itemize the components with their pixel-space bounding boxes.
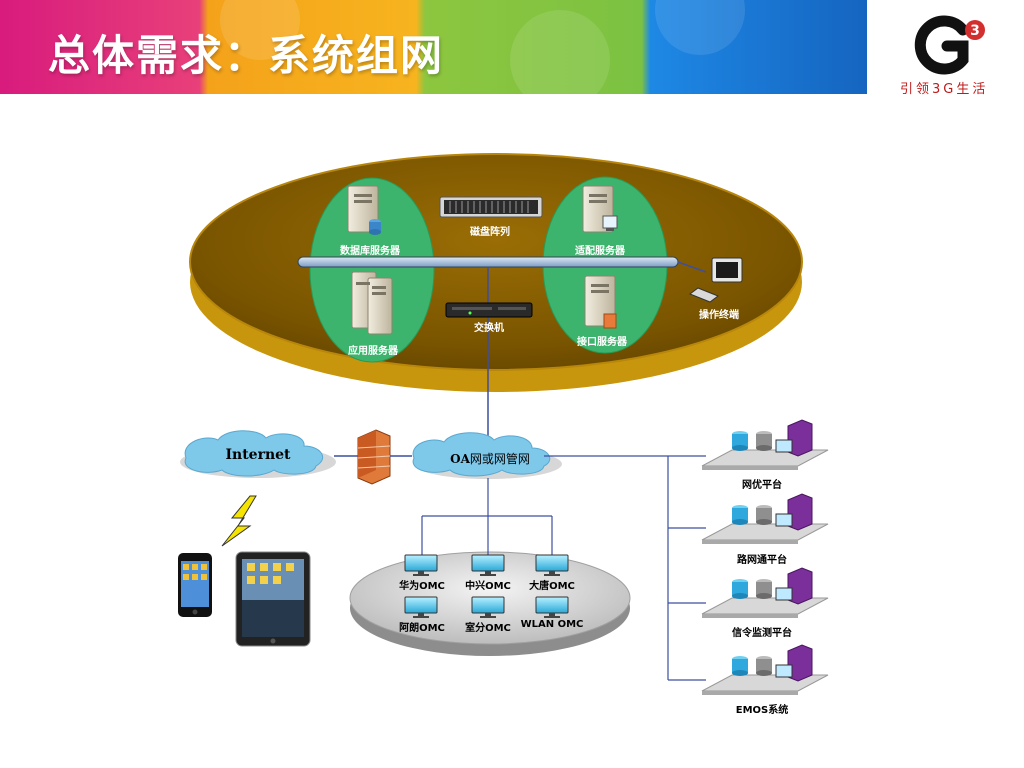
oa-suffix: 网或网管网 bbox=[469, 452, 530, 466]
omc-monitors bbox=[404, 554, 569, 618]
disk-array-label: 磁盘阵列 bbox=[470, 227, 510, 238]
interface-server-icon bbox=[584, 275, 617, 329]
platform-label-optimization: 网优平台 bbox=[742, 480, 782, 491]
platform-links bbox=[544, 455, 706, 681]
terminal-label: 操作终端 bbox=[699, 310, 739, 321]
interface-server-label: 接口服务器 bbox=[577, 337, 627, 348]
left-server-group bbox=[309, 177, 435, 363]
g3-logo: 3 bbox=[905, 8, 997, 80]
adapter-server-label: 适配服务器 bbox=[575, 246, 625, 257]
ipad-icon bbox=[235, 551, 311, 647]
omc-label-huawei: 华为OMC bbox=[399, 581, 445, 592]
omc-label-datang: 大唐OMC bbox=[529, 581, 575, 592]
disk-array-icon bbox=[439, 196, 543, 218]
switch-label: 交换机 bbox=[474, 323, 504, 334]
omc-label-alu: 阿朗OMC bbox=[399, 623, 445, 634]
switch-icon bbox=[445, 302, 533, 318]
firewall-icon bbox=[357, 429, 391, 485]
omc-label-wlan: WLAN OMC bbox=[520, 619, 584, 630]
omc-label-indoor: 室分OMC bbox=[465, 623, 511, 634]
header-banner bbox=[0, 0, 867, 94]
app-server-icon bbox=[351, 271, 393, 335]
platform-label-emos: EMOS系统 bbox=[735, 705, 789, 716]
network-bus bbox=[297, 256, 679, 268]
internet-label: Internet bbox=[225, 447, 291, 463]
app-server-label: 应用服务器 bbox=[348, 346, 398, 357]
logo-tagline: 引领3G生活 bbox=[900, 82, 989, 97]
logo-symbol: 3 bbox=[970, 23, 980, 39]
platform-label-signaling: 信令监测平台 bbox=[732, 628, 792, 639]
terminal-icon bbox=[677, 257, 743, 303]
page-title: 总体需求：系统组网 bbox=[48, 31, 445, 80]
platform-clusters bbox=[701, 419, 829, 695]
omc-label-zte: 中兴OMC bbox=[465, 581, 511, 592]
wireless-icon bbox=[221, 495, 257, 547]
internet-cloud-icon bbox=[180, 430, 336, 478]
db-server-icon bbox=[347, 185, 381, 235]
platform-label-roadnet: 路网通平台 bbox=[737, 555, 787, 566]
oa-network-label: OA网或网管网 bbox=[450, 450, 530, 467]
core-platform bbox=[189, 153, 803, 392]
omc-links bbox=[421, 478, 553, 556]
db-server-label: 数据库服务器 bbox=[340, 246, 400, 257]
oa-prefix: OA bbox=[450, 452, 470, 466]
iphone-icon bbox=[178, 553, 212, 617]
adapter-server-icon bbox=[582, 185, 618, 233]
oa-cloud-icon bbox=[412, 432, 562, 479]
